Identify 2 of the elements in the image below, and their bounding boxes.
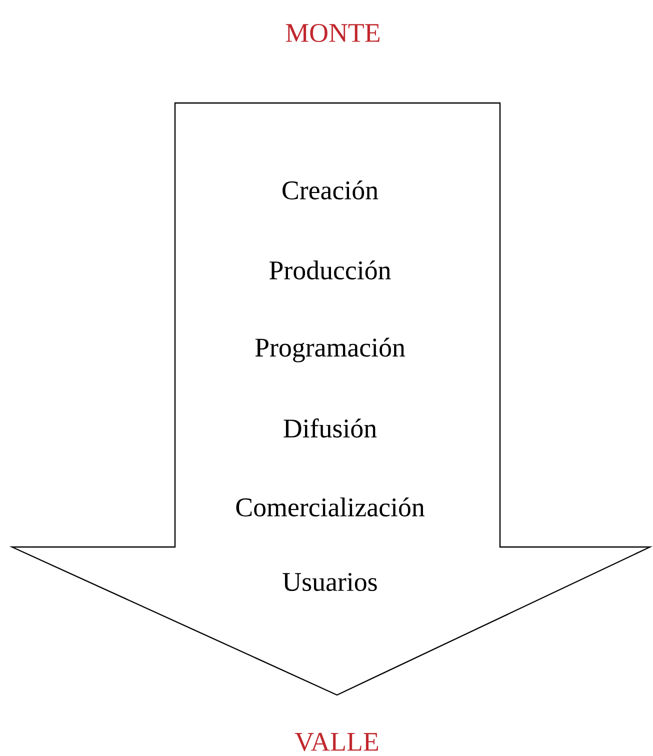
- direction-label: VALLE: [294, 732, 378, 752]
- direction-label: MONTE: [286, 24, 380, 42]
